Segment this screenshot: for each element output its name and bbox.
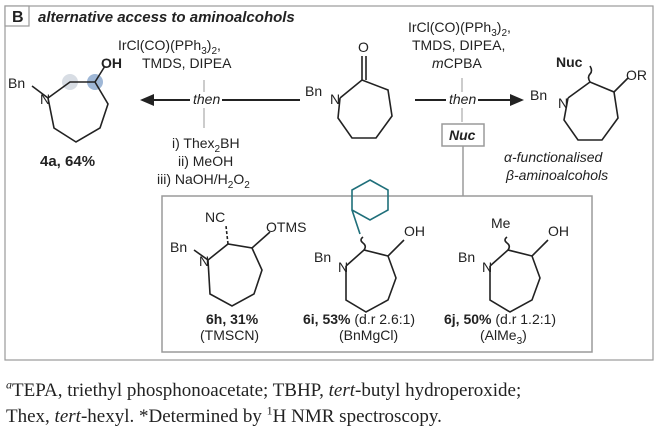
footnote-text3: Thex, bbox=[6, 406, 55, 427]
benzene-ring bbox=[351, 179, 389, 221]
example-6h-bn: Bn bbox=[170, 239, 187, 255]
product-4a-n: N bbox=[40, 91, 50, 107]
example-6h-structure bbox=[193, 225, 271, 307]
right-arrow-head bbox=[510, 94, 524, 106]
right-reagents: TMDS, DIPEA, bbox=[412, 37, 505, 53]
example-6j-structure bbox=[489, 236, 549, 313]
example-6h-otms: OTMS bbox=[266, 219, 306, 235]
example-6j-n: N bbox=[482, 259, 492, 275]
example-6i-reagent: (BnMgCl) bbox=[339, 327, 398, 343]
left-arrow-head bbox=[140, 94, 154, 106]
right-oxidant: mCPBA bbox=[432, 55, 482, 71]
left-reagents: TMDS, DIPEA bbox=[142, 55, 232, 71]
panel-letter: B bbox=[12, 9, 24, 26]
panel-frame bbox=[4, 5, 654, 361]
left-catalyst: IrCl(CO)(PPh3)2, bbox=[118, 37, 221, 57]
examples-box bbox=[161, 195, 593, 353]
general-product-nuc: Nuc bbox=[556, 54, 583, 70]
footnote-text4: -hexyl. *Determined by bbox=[80, 406, 267, 427]
example-6i-n: N bbox=[338, 259, 348, 275]
lactam-n: N bbox=[330, 91, 340, 107]
example-6h-reagent: (TMSCN) bbox=[200, 327, 259, 343]
example-6i-oh: OH bbox=[404, 223, 425, 239]
left-step2: ii) MeOH bbox=[178, 153, 233, 169]
example-6i-structure bbox=[345, 179, 405, 313]
panel-title: alternative access to aminoalcohols bbox=[38, 9, 295, 26]
example-6h-label: 6h, 31% bbox=[206, 311, 259, 327]
right-catalyst: IrCl(CO)(PPh3)2, bbox=[408, 19, 511, 39]
footnote-tert2: tert bbox=[54, 406, 81, 427]
left-step3: iii) NaOH/H2O2 bbox=[157, 171, 250, 191]
footnote-mark: a bbox=[6, 377, 12, 392]
product-4a-structure bbox=[31, 65, 109, 143]
footnote: aTEPA, triethyl phosphonoacetate; TBHP, … bbox=[6, 378, 656, 430]
footnote-sup1: 1 bbox=[266, 403, 273, 418]
nuc-box-label: Nuc bbox=[449, 127, 476, 143]
example-6i-bn: Bn bbox=[314, 249, 331, 265]
lactam-o: O bbox=[358, 39, 369, 55]
example-6j-reagent: (AlMe3) bbox=[480, 327, 527, 347]
panel-letter-box bbox=[4, 5, 30, 27]
example-6j-label: 6j, 50% (d.r 1.2:1) bbox=[444, 311, 556, 327]
starting-lactam-structure bbox=[337, 56, 393, 139]
left-step1: i) Thex2BH bbox=[172, 135, 240, 155]
example-6j-oh: OH bbox=[548, 223, 569, 239]
example-6j-bn: Bn bbox=[458, 249, 475, 265]
example-6h-n: N bbox=[199, 253, 209, 269]
general-product-or: OR bbox=[626, 67, 647, 83]
general-product-n: N bbox=[558, 95, 568, 111]
example-6h-nc: NC bbox=[205, 209, 225, 225]
general-product-line2: β-aminoalcohols bbox=[505, 167, 608, 183]
product-4a-bn: Bn bbox=[8, 75, 25, 91]
footnote-text1: TEPA, triethyl phosphonoacetate; TBHP, bbox=[12, 380, 329, 401]
footnote-text5: H NMR spectroscopy. bbox=[272, 406, 442, 427]
right-then-bg bbox=[446, 92, 478, 108]
example-6j-me: Me bbox=[491, 215, 511, 231]
product-4a-label: 4a, 64% bbox=[40, 153, 95, 170]
example-6i-label: 6i, 53% (d.r 2.6:1) bbox=[303, 311, 415, 327]
general-product-structure bbox=[563, 65, 629, 141]
footnote-text2: -butyl hydroperoxide; bbox=[355, 380, 522, 401]
general-product-bn: Bn bbox=[530, 87, 547, 103]
right-then: then bbox=[449, 91, 476, 107]
general-product-line1: α-functionalised bbox=[504, 149, 603, 165]
footnote-tert1: tert bbox=[328, 380, 356, 401]
left-then-bg bbox=[190, 92, 222, 108]
left-then: then bbox=[193, 91, 220, 107]
product-4a-oh: OH bbox=[101, 55, 122, 71]
reaction-scheme: B alternative access to aminoalcohols Ir… bbox=[4, 5, 654, 361]
lactam-bn: Bn bbox=[305, 83, 322, 99]
